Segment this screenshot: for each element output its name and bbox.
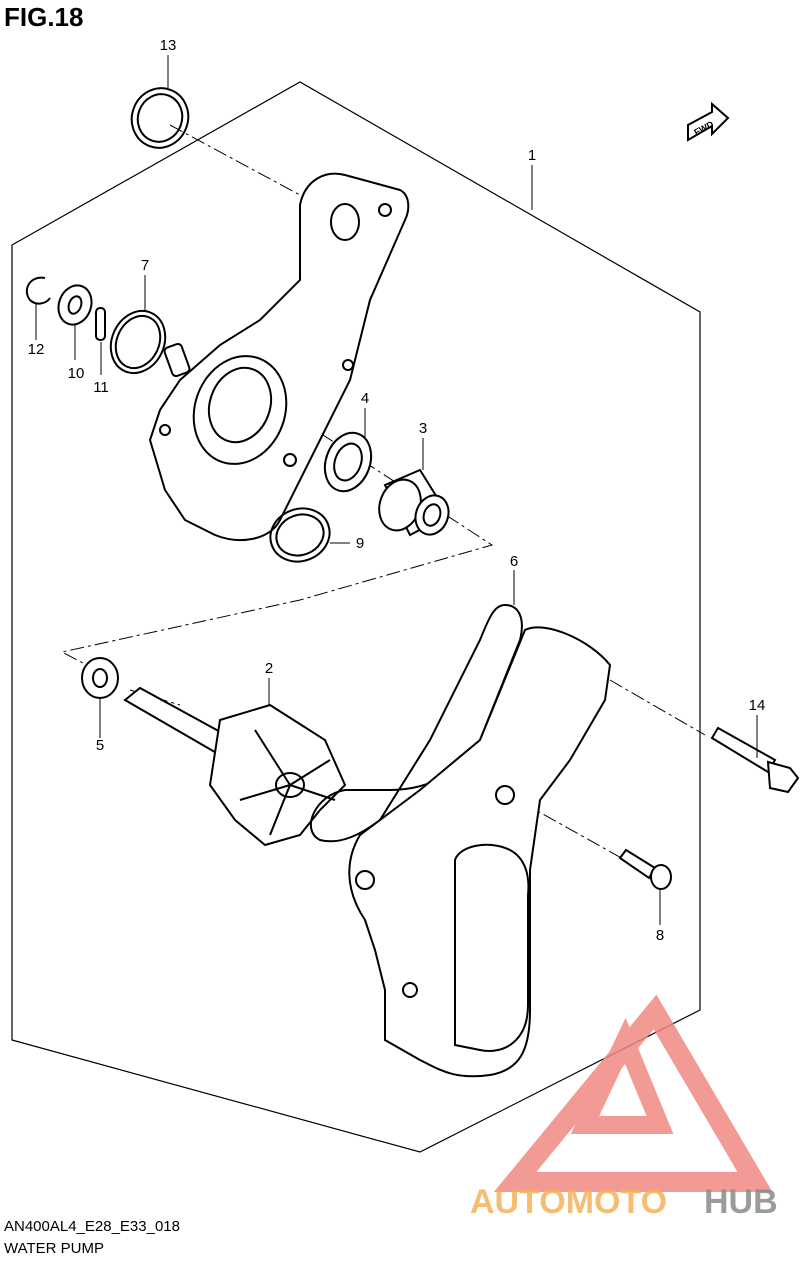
pump-housing xyxy=(148,172,410,541)
callout-8: 8 xyxy=(656,927,664,944)
part-9-o-ring xyxy=(269,507,331,563)
part-5-washer xyxy=(81,657,119,699)
watermark-brand-right: HUB xyxy=(704,1183,778,1221)
callout-13: 13 xyxy=(160,37,177,54)
callout-14: 14 xyxy=(749,697,766,714)
part-10-washer xyxy=(57,284,93,326)
part-14-bolt xyxy=(710,726,800,794)
figure-caption: WATER PUMP xyxy=(4,1240,104,1257)
callout-2: 2 xyxy=(265,660,273,677)
callout-leader-lines xyxy=(35,55,758,925)
callout-4: 4 xyxy=(361,390,369,407)
callout-12: 12 xyxy=(28,341,45,358)
part-12-e-clip xyxy=(25,276,51,305)
part-8-screw xyxy=(618,848,672,890)
callout-9: 9 xyxy=(356,535,364,552)
callout-10: 10 xyxy=(68,365,85,382)
figure-code: AN400AL4_E28_E33_018 xyxy=(4,1218,180,1235)
callout-7: 7 xyxy=(141,257,149,274)
watermark-brand: AUTOMOTO HUB xyxy=(470,1183,778,1221)
part-4-oil-seal xyxy=(323,431,373,493)
part-11-pin xyxy=(95,307,106,341)
callout-6: 6 xyxy=(510,553,518,570)
part-3-mechanical-seal xyxy=(378,468,450,537)
part-13-o-ring xyxy=(130,87,190,149)
watermark-logo xyxy=(493,994,773,1192)
fwd-direction-arrow: FWD xyxy=(687,101,730,142)
callout-5: 5 xyxy=(96,737,104,754)
part-2-impeller-shaft xyxy=(123,686,347,847)
callout-numbers: 1 2 3 4 5 6 7 8 9 10 11 12 13 14 xyxy=(28,37,766,944)
figure-title: FIG.18 xyxy=(4,2,84,32)
callout-3: 3 xyxy=(419,420,427,437)
part-7-o-ring xyxy=(109,309,167,375)
callout-11: 11 xyxy=(93,379,109,396)
assembly-outline xyxy=(11,81,701,1153)
callout-1: 1 xyxy=(528,147,536,164)
watermark-brand-left: AUTOMOTO xyxy=(470,1183,667,1221)
pump-cover xyxy=(348,626,612,1078)
